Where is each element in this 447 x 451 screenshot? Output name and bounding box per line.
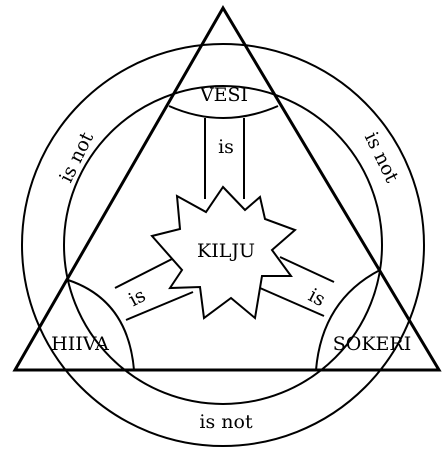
center-star	[150, 185, 297, 320]
node-label-right: SOKERI	[333, 333, 411, 355]
connector-top	[204, 118, 245, 199]
node-cap-left	[67, 279, 135, 371]
node-cap-right	[315, 269, 381, 371]
outer-triangle	[12, 5, 442, 372]
relation-label-is-not-bottom: is not	[199, 411, 253, 433]
connector-right	[259, 256, 335, 317]
node-label-center: KILJU	[197, 240, 255, 262]
node-label-top: VESI	[199, 84, 248, 106]
connector-left	[114, 258, 194, 321]
node-label-left: HIIVA	[51, 333, 109, 355]
node-cap-top	[168, 105, 279, 119]
relation-label-is-right: is	[305, 284, 329, 311]
relation-label-is-top: is	[218, 136, 234, 158]
relation-label-is-not-left: is not	[55, 128, 98, 186]
relation-label-is-left: is	[125, 284, 149, 311]
inner-circle	[63, 85, 383, 405]
outer-circle	[21, 43, 425, 447]
